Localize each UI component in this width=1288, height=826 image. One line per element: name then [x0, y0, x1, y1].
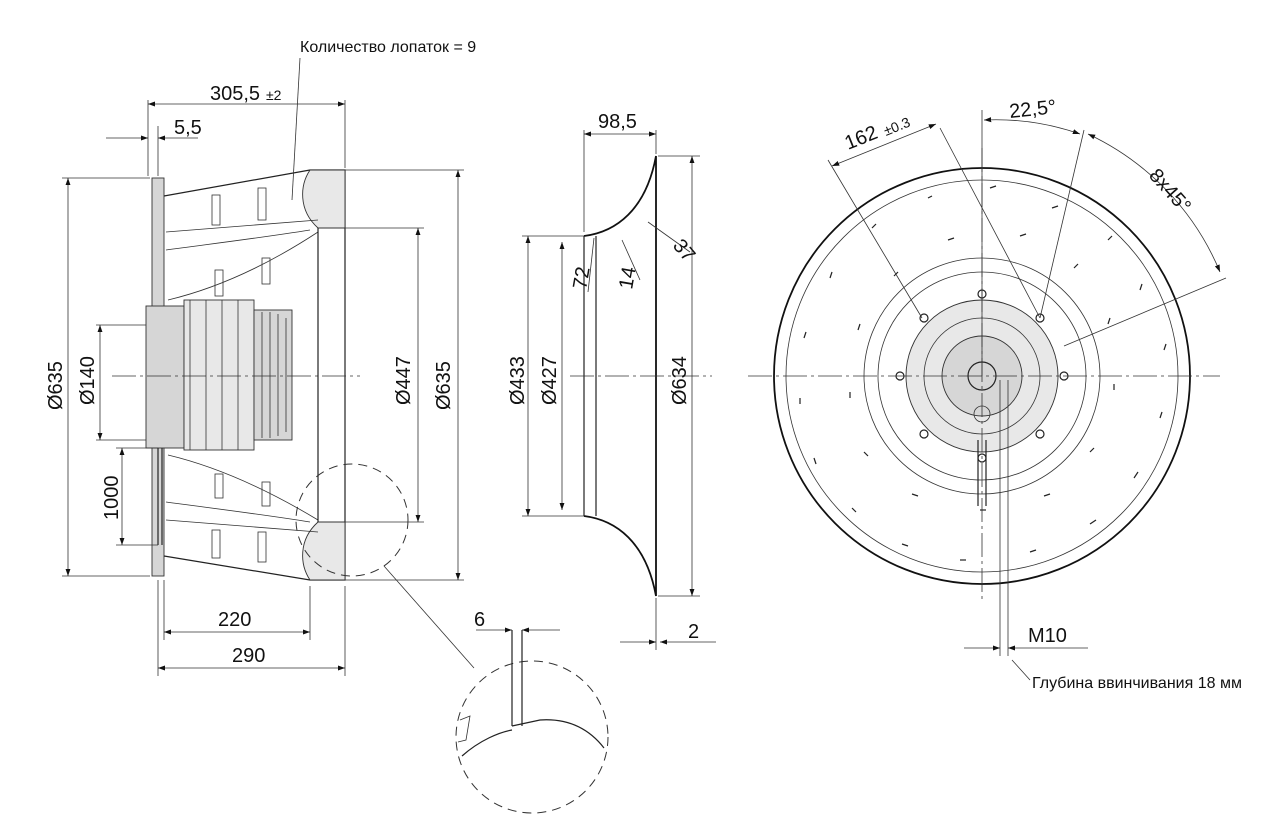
blade-band — [165, 229, 311, 251]
dim-bolt-circle: 162 — [842, 122, 881, 155]
inlet-bell-top — [302, 169, 346, 229]
dim-overall-length: 305,5 — [210, 83, 260, 105]
blade-band — [167, 454, 319, 521]
dim-detail-gap: 6 — [474, 609, 485, 631]
dim-angle-offset: 22,5° — [1008, 96, 1057, 123]
dim-depth-220: 220 — [218, 609, 251, 631]
dim-angle-pattern: 8x45° — [1144, 165, 1195, 218]
dim-thread: M10 — [1028, 625, 1067, 647]
dim-14: 14 — [615, 265, 641, 291]
dim-d427: Ø427 — [539, 356, 561, 405]
dim-thickness: 2 — [688, 621, 699, 643]
dim-diameter-housing: Ø635 — [433, 361, 455, 410]
dim-72: 72 — [569, 265, 595, 291]
blade-band — [167, 231, 319, 301]
note-thread-depth: Глубина ввинчивания 18 мм — [1032, 675, 1242, 692]
dim-diameter-inlet: Ø447 — [393, 356, 415, 405]
blade-band — [165, 219, 319, 233]
detail-magnified-circle — [455, 660, 609, 814]
dim-flange-offset: 5,5 — [174, 117, 202, 139]
note-blade-count: Количество лопаток = 9 — [300, 39, 476, 56]
dim-overall-length-tol: ±2 — [266, 87, 282, 103]
dim-cable-length: 1000 — [101, 476, 123, 521]
detail-view: 6 — [455, 609, 609, 814]
side-view: 305,5 ±2 5,5 Ø635 Ø140 1000 Ø447 Ø635 22… — [45, 39, 476, 676]
dim-d433: Ø433 — [507, 356, 529, 405]
blade-band — [165, 519, 319, 533]
dim-diameter-outer: Ø635 — [45, 361, 67, 410]
motor-mount — [145, 305, 185, 449]
detail-circle — [295, 463, 409, 577]
blade-slots — [211, 187, 271, 563]
dim-nozzle-width: 98,5 — [598, 111, 637, 133]
inlet-bell-bottom — [302, 521, 346, 581]
impeller-outline — [163, 169, 346, 581]
dim-d634: Ø634 — [669, 356, 691, 405]
nozzle-view: 98,5 Ø433 Ø427 Ø634 72 14 37 2 — [507, 111, 716, 650]
motor-body — [183, 299, 255, 451]
blade-band — [165, 501, 311, 523]
motor-fins — [189, 300, 287, 450]
dim-depth-290: 290 — [232, 645, 265, 667]
dim-diameter-motor: Ø140 — [77, 356, 99, 405]
front-view: 162 ±0.3 22,5° 8x45° M10 Глубина ввинчив… — [748, 96, 1242, 692]
